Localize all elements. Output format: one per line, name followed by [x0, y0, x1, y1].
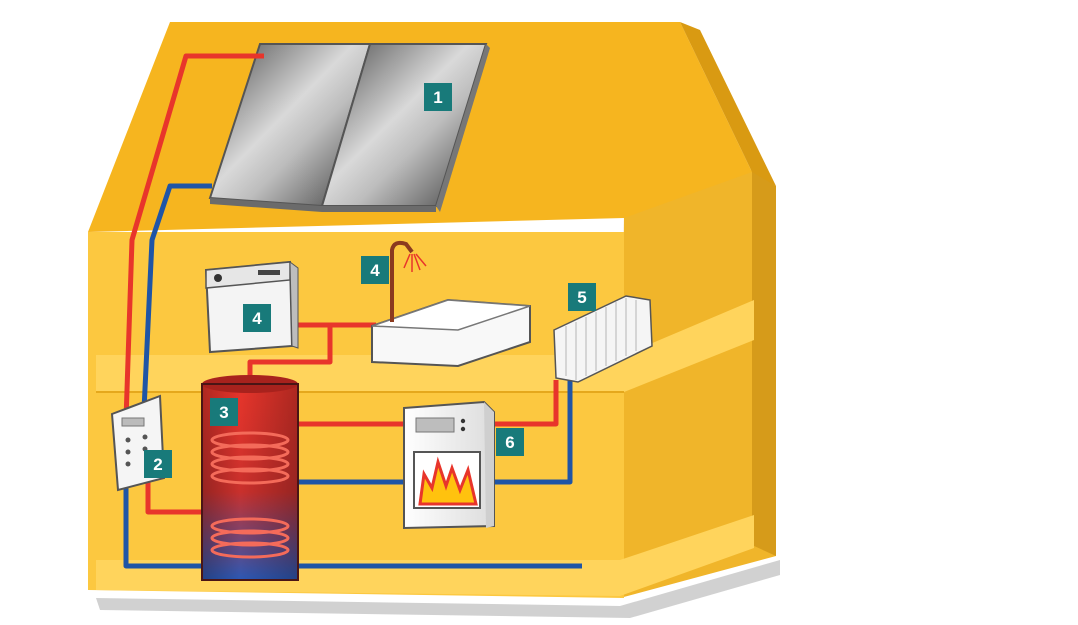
badge-controller: 2	[144, 450, 172, 478]
svg-text:6: 6	[505, 433, 514, 452]
badge-boiler: 6	[496, 428, 524, 456]
badge-washing-machine: 4	[243, 304, 271, 332]
svg-text:4: 4	[252, 309, 262, 328]
storage-tank	[201, 375, 299, 581]
badge-solar-collector: 1	[424, 83, 452, 111]
house-front	[88, 232, 624, 598]
roof-edge	[680, 22, 776, 186]
house-side-wall	[620, 170, 776, 598]
svg-text:4: 4	[370, 261, 380, 280]
house-shadow	[96, 560, 780, 618]
svg-text:2: 2	[153, 455, 162, 474]
badge-radiator: 5	[568, 283, 596, 311]
svg-text:5: 5	[577, 288, 586, 307]
bathtub	[371, 298, 531, 368]
svg-text:3: 3	[219, 403, 228, 422]
cold-pipes	[123, 183, 582, 569]
radiator	[553, 295, 653, 383]
house-side-shade	[752, 170, 776, 556]
flame-icon	[418, 456, 478, 506]
shower	[390, 240, 427, 322]
solar-collector	[208, 43, 490, 212]
boiler	[403, 400, 495, 530]
badge-shower: 4	[361, 256, 389, 284]
badge-storage-tank: 3	[210, 398, 238, 426]
svg-text:1: 1	[433, 88, 442, 107]
